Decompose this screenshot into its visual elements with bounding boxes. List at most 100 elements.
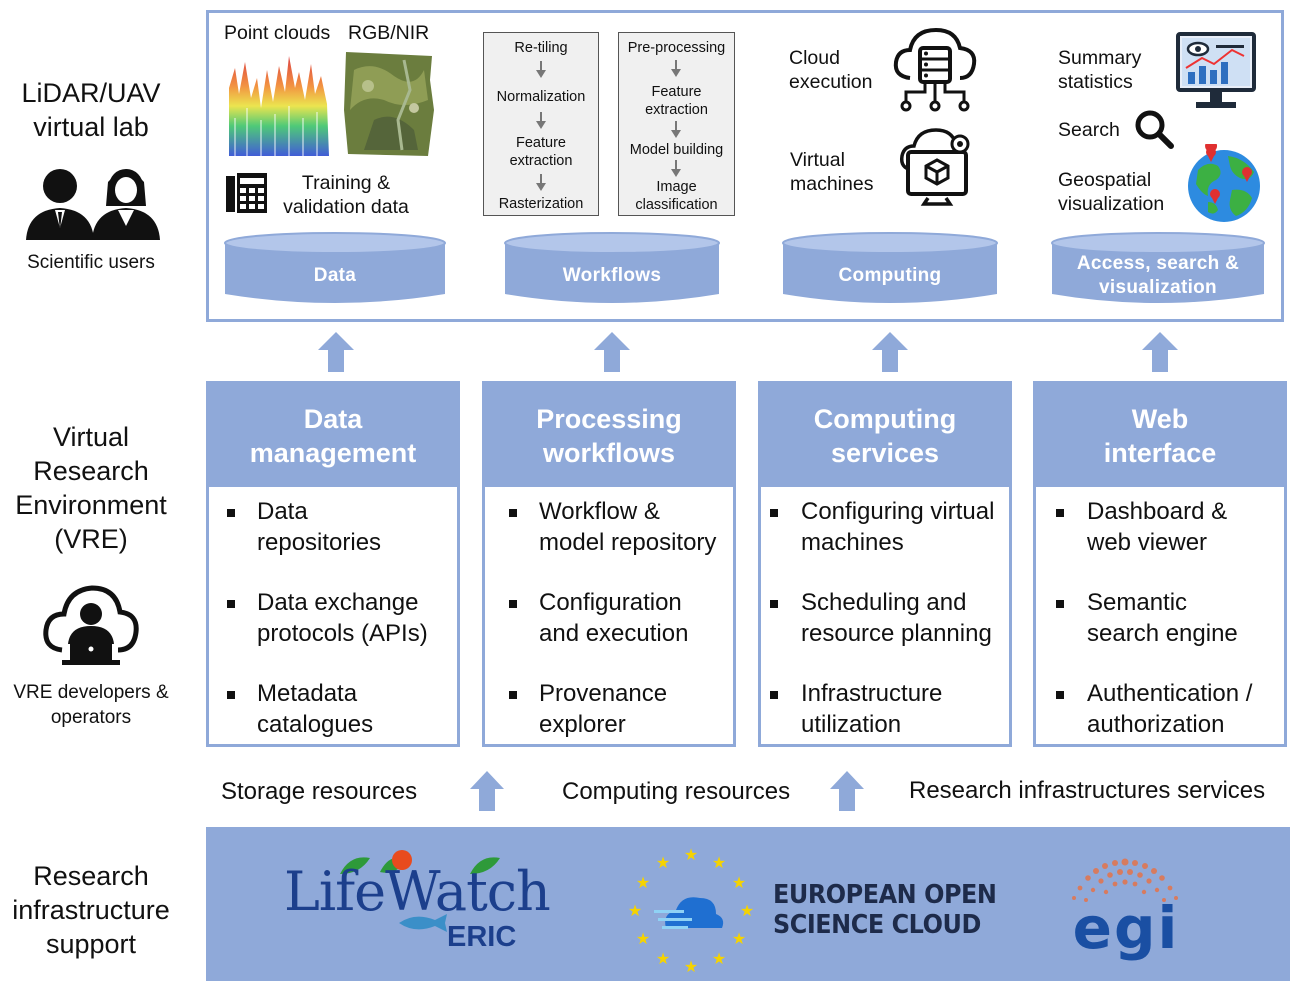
- scientific-users-label: Scientific users: [27, 252, 155, 273]
- point-cloud-image: [229, 56, 329, 156]
- vre-title: Virtual Research Environment (VRE): [0, 420, 182, 556]
- ri-support-line3: support: [45, 929, 137, 959]
- list-item-line: search engine: [1087, 620, 1238, 647]
- svg-text:★: ★: [656, 853, 670, 872]
- bullet: [1056, 509, 1064, 517]
- training-data-line1: Training &: [301, 172, 391, 194]
- lab-title-line1: LiDAR/UAV: [21, 78, 161, 108]
- column-header: Data management: [209, 384, 457, 487]
- egi-logo-text: egi: [1072, 894, 1180, 962]
- bullet: [1056, 600, 1064, 608]
- eu-stars-icon: ★ ★ ★ ★ ★ ★ ★ ★ ★ ★ ★ ★: [628, 848, 754, 974]
- research-infrastructure-band: [206, 827, 1290, 981]
- list-item-line: repositories: [257, 529, 382, 556]
- column-header-line1: Processing: [536, 404, 682, 434]
- scientific-users-icon: [26, 169, 160, 240]
- column-header: Processing workflows: [485, 384, 733, 487]
- ri-support-line1: Research: [33, 861, 149, 891]
- svg-text:★: ★: [732, 929, 746, 948]
- access-cylinder-line2: visualization: [1099, 277, 1217, 298]
- list-item-line: Scheduling and: [801, 589, 967, 616]
- step-retiling: Re-tiling: [514, 40, 568, 56]
- list-item: Dashboard & web viewer: [1087, 496, 1227, 558]
- ri-support-title: Research infrastructure support: [0, 859, 182, 961]
- arrow-down-icon: [536, 174, 546, 191]
- egi-dots-icon: [1072, 858, 1178, 902]
- training-data-line2: validation data: [283, 196, 409, 218]
- geospatial-label: Geospatial visualization: [1058, 168, 1164, 216]
- list-item-line: utilization: [801, 711, 902, 738]
- ri-services-label: Research infrastructures services: [909, 777, 1266, 804]
- spreadsheet-icon: [226, 171, 269, 215]
- list-item-line: web viewer: [1087, 529, 1208, 556]
- search-icon: [1135, 110, 1174, 149]
- bullet: [770, 509, 778, 517]
- geospatial-line1: Geospatial: [1058, 169, 1152, 191]
- vre-column-processing-workflows: Processing workflows Workflow &model rep…: [482, 381, 736, 747]
- step-extraction: extraction: [509, 153, 573, 169]
- bullet: [227, 600, 235, 608]
- column-header-line2: interface: [1103, 438, 1217, 468]
- lifewatch-eric-text: ERIC: [447, 921, 517, 953]
- summary-statistics-label: Summary statistics: [1058, 46, 1141, 94]
- list-item-line: resource planning: [801, 620, 992, 647]
- lifewatch-logo-text: LifeWatch: [284, 860, 551, 923]
- up-arrow-icon: [830, 771, 864, 811]
- svg-text:★: ★: [740, 901, 754, 920]
- lifewatch-fish-icon: [399, 914, 447, 932]
- bullet: [227, 509, 235, 517]
- vre-developers-label: VRE developers & operators: [0, 680, 182, 730]
- arrow-down-icon: [536, 112, 546, 129]
- list-item-line: Dashboard &: [1087, 498, 1228, 525]
- cloud-execution-line1: Cloud: [789, 47, 840, 69]
- arrow-down-icon: [671, 121, 681, 138]
- list-item-line: Provenance: [539, 680, 668, 707]
- workflow-box-preprocessing: Pre-processing Feature extraction Model …: [618, 32, 735, 216]
- vre-title-line2: Research: [33, 456, 149, 486]
- svg-text:★: ★: [684, 957, 698, 974]
- access-cylinder-label: Access, search & visualization: [1051, 252, 1265, 300]
- list-item-line: and execution: [539, 620, 689, 647]
- svg-text:★: ★: [636, 929, 650, 948]
- up-arrow-icon: [1142, 332, 1178, 372]
- eosc-line2: SCIENCE CLOUD: [773, 910, 981, 940]
- ri-support-line2: infrastructure: [12, 895, 170, 925]
- eosc-line1: EUROPEAN OPEN: [773, 880, 997, 910]
- access-cylinder: [1051, 232, 1265, 303]
- svg-text:★: ★: [636, 873, 650, 892]
- list-item: Scheduling and resource planning: [801, 587, 992, 649]
- rgb-nir-label: RGB/NIR: [348, 22, 430, 44]
- workflows-cylinder: [504, 232, 720, 303]
- column-header-line2: management: [249, 438, 417, 468]
- step-image: Image: [656, 179, 697, 195]
- computing-cylinder: [782, 232, 998, 303]
- vre-developers-line1: VRE developers &: [13, 682, 169, 703]
- virtual-machines-line2: machines: [790, 173, 874, 195]
- bullet: [770, 691, 778, 699]
- step-rasterization: Rasterization: [498, 196, 584, 212]
- column-header-line2: services: [830, 438, 940, 468]
- up-arrow-icon: [470, 771, 504, 811]
- step-extraction: extraction: [645, 102, 708, 118]
- list-item-line: Infrastructure: [801, 680, 943, 707]
- workflows-cylinder-label: Workflows: [562, 265, 662, 286]
- column-header-line1: Data: [303, 404, 363, 434]
- list-item-line: machines: [801, 529, 904, 556]
- virtual-machine-icon: [899, 128, 970, 206]
- up-arrow-icon: [318, 332, 354, 372]
- vre-title-line1: Virtual: [52, 422, 130, 452]
- arrow-down-icon: [671, 160, 681, 177]
- virtual-machines-line1: Virtual: [790, 149, 845, 171]
- data-cylinder-label: Data: [313, 265, 357, 286]
- vre-title-line3: Environment: [15, 490, 167, 520]
- list-item-line: Authentication /: [1087, 680, 1253, 707]
- lab-title-line2: virtual lab: [33, 112, 149, 142]
- step-feature: Feature: [651, 84, 702, 100]
- list-item: Infrastructure utilization: [801, 678, 942, 740]
- vre-column-data-management: Data management Data repositories Data ex…: [206, 381, 460, 747]
